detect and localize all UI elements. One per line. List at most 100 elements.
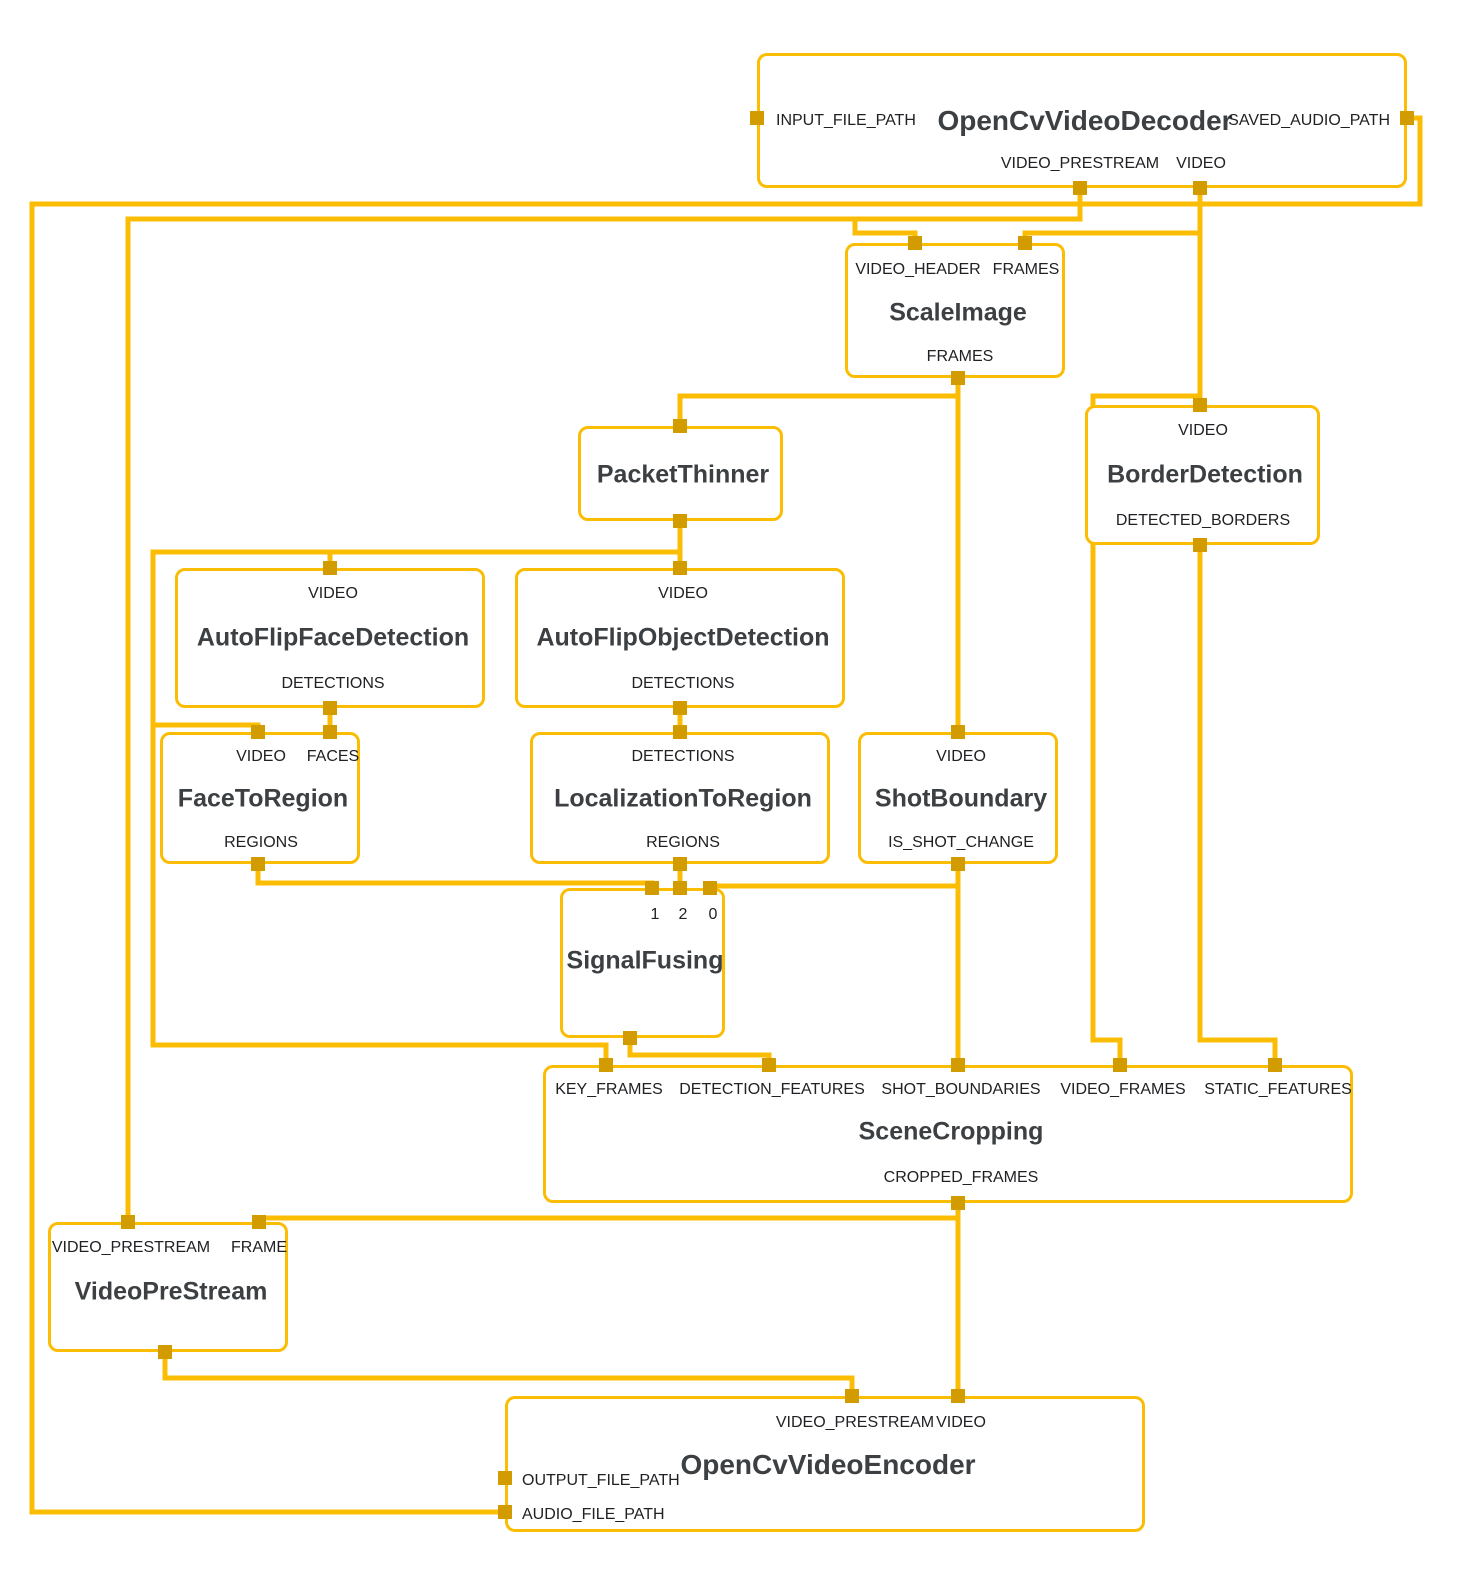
port-label-frames-in: FRAMES [992,261,1060,278]
wire-video-raw-to-video-frames [1090,393,1200,1065]
port-prestream-out[interactable] [158,1345,172,1359]
port-label-video-prestream: VIDEO_PRESTREAM [51,1239,211,1256]
node-title: LocalizationToRegion [554,784,812,813]
port-scene-static-features[interactable] [1268,1058,1282,1072]
node-opencv-video-decoder[interactable]: INPUT_FILE_PATH OpenCvVideoDecoder SAVED… [757,53,1407,188]
node-title: VideoPreStream [74,1277,268,1306]
port-border-video[interactable] [1193,398,1207,412]
node-scene-cropping[interactable]: KEY_FRAMES DETECTION_FEATURES SHOT_BOUND… [543,1065,1353,1203]
node-title: ShotBoundary [874,784,1048,813]
port-fusing-2[interactable] [673,881,687,895]
node-border-detection[interactable]: VIDEO BorderDetection DETECTED_BORDERS [1085,405,1320,545]
node-localization-to-region[interactable]: DETECTIONS LocalizationToRegion REGIONS [530,732,830,864]
port-label-1: 1 [650,906,660,923]
port-label-video-prestream: VIDEO_PRESTREAM [1000,155,1160,172]
port-localization-detections[interactable] [673,725,687,739]
wire-bus-to-face-to-region-video [153,722,261,732]
port-label-video: VIDEO [658,585,708,602]
port-label-detected-borders: DETECTED_BORDERS [1115,512,1291,529]
wire-prestream-out-to-encoder [162,1352,855,1396]
port-face-to-region-faces[interactable] [323,725,337,739]
port-label-cropped-frames: CROPPED_FRAMES [883,1169,1039,1186]
node-title: FaceToRegion [177,784,349,813]
port-encoder-video[interactable] [951,1389,965,1403]
node-autoflip-object-detection[interactable]: VIDEO AutoFlipObjectDetection DETECTIONS [515,568,845,708]
node-autoflip-face-detection[interactable]: VIDEO AutoFlipFaceDetection DETECTIONS [175,568,485,708]
port-object-detection-detections[interactable] [673,701,687,715]
port-label-frame: FRAME [231,1239,287,1256]
port-scene-video-frames[interactable] [1113,1058,1127,1072]
port-fusing-1[interactable] [645,881,659,895]
port-scene-key-frames[interactable] [599,1058,613,1072]
port-label-detection-features: DETECTION_FEATURES [679,1081,865,1098]
node-shot-boundary[interactable]: VIDEO ShotBoundary IS_SHOT_CHANGE [858,732,1058,864]
port-shot-boundary-video[interactable] [951,725,965,739]
port-label-video: VIDEO [1176,155,1226,172]
port-label-is-shot-change: IS_SHOT_CHANGE [888,834,1034,851]
port-label-detections: DETECTIONS [631,675,735,692]
wire-cropped-frames-to-prestream-frame [256,1215,958,1222]
port-label-output-file-path: OUTPUT_FILE_PATH [522,1472,680,1489]
port-label-video: VIDEO [936,1414,986,1431]
wire-shot-change-to-fusing-0 [707,883,958,889]
port-label-regions: REGIONS [224,834,298,851]
port-border-detected-borders[interactable] [1193,538,1207,552]
port-label-0: 0 [708,906,718,923]
wire-video-prestream [125,188,1083,1222]
wire-face-regions-to-fusing-1 [255,864,655,888]
node-face-to-region[interactable]: VIDEO FACES FaceToRegion REGIONS [160,732,360,864]
port-decoder-video-prestream[interactable] [1073,181,1087,195]
node-title: AutoFlipObjectDetection [536,623,830,652]
port-face-detection-video[interactable] [323,561,337,575]
node-title: OpenCvVideoDecoder [937,105,1233,136]
port-label-video: VIDEO [308,585,358,602]
node-title: SceneCropping [858,1117,1044,1146]
port-decoder-video[interactable] [1193,181,1207,195]
port-label-video: VIDEO [236,748,286,765]
node-signal-fusing[interactable]: 1 2 0 SignalFusing [560,888,725,1038]
port-label-detections: DETECTIONS [281,675,385,692]
node-scale-image[interactable]: VIDEO_HEADER FRAMES ScaleImage FRAMES [845,243,1065,378]
port-shot-boundary-is-shot-change[interactable] [951,857,965,871]
port-scene-cropped-frames[interactable] [951,1196,965,1210]
wire-video-prestream-to-video-header [852,219,918,243]
port-decoder-input-file-path[interactable] [750,111,764,125]
node-title: PacketThinner [596,460,770,489]
node-title: BorderDetection [1107,460,1303,489]
port-encoder-audio-file-path[interactable] [498,1505,512,1519]
port-scene-detection-features[interactable] [762,1058,776,1072]
port-label-video: VIDEO [1178,422,1228,439]
port-face-to-region-video[interactable] [251,725,265,739]
port-thinner-out[interactable] [673,514,687,528]
port-scale-frames-in[interactable] [1018,236,1032,250]
port-encoder-video-prestream[interactable] [845,1389,859,1403]
port-label-audio-file-path: AUDIO_FILE_PATH [522,1506,665,1523]
port-fusing-out[interactable] [623,1031,637,1045]
port-scale-video-header[interactable] [908,236,922,250]
node-title: AutoFlipFaceDetection [196,623,470,652]
port-prestream-frame[interactable] [252,1215,266,1229]
wire-fusing-to-detection-features [627,1038,772,1065]
port-label-detections: DETECTIONS [631,748,735,765]
node-opencv-video-encoder[interactable]: VIDEO_PRESTREAM VIDEO OpenCvVideoEncoder… [505,1396,1145,1532]
port-label-input-file-path: INPUT_FILE_PATH [776,112,916,129]
port-prestream-video-prestream[interactable] [121,1215,135,1229]
port-label-video-header: VIDEO_HEADER [855,261,981,278]
port-face-to-region-regions[interactable] [251,857,265,871]
port-scene-shot-boundaries[interactable] [951,1058,965,1072]
port-label-static-features: STATIC_FEATURES [1204,1081,1352,1098]
port-face-detection-detections[interactable] [323,701,337,715]
port-label-shot-boundaries: SHOT_BOUNDARIES [881,1081,1041,1098]
port-scale-frames-out[interactable] [951,371,965,385]
port-thinner-in[interactable] [673,419,687,433]
port-fusing-0[interactable] [703,881,717,895]
node-video-pre-stream[interactable]: VIDEO_PRESTREAM FRAME VideoPreStream [48,1222,288,1352]
port-encoder-output-file-path[interactable] [498,1471,512,1485]
wire-saved-audio-path [29,115,1423,1515]
port-decoder-saved-audio-path[interactable] [1400,111,1414,125]
port-label-2: 2 [678,906,688,923]
port-object-detection-video[interactable] [673,561,687,575]
node-packet-thinner[interactable]: PacketThinner [578,426,783,521]
port-localization-regions[interactable] [673,857,687,871]
